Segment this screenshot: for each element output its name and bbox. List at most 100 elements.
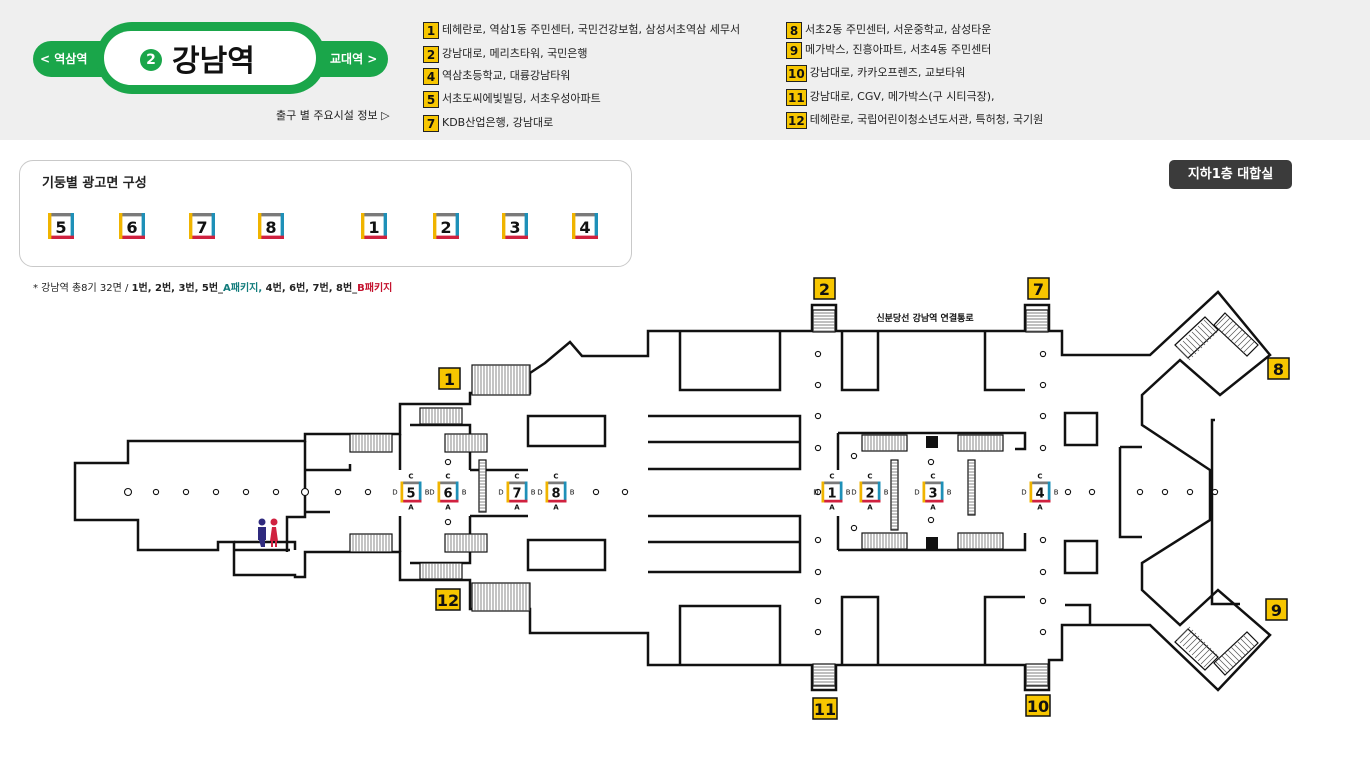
column	[1186, 488, 1194, 496]
pillar-face	[1029, 481, 1051, 503]
stairway	[349, 533, 393, 553]
exit-info-text: KDB산업은행, 강남대로	[442, 116, 554, 129]
exit-marker: 12	[435, 588, 461, 611]
side-label-c: C	[829, 473, 834, 481]
stair-step	[1215, 661, 1228, 674]
exit-number-badge: 12	[786, 111, 807, 129]
exit-guide-link[interactable]: 출구 별 주요시설 정보 ▷	[276, 109, 390, 122]
exit-marker: 1	[438, 367, 461, 390]
pillar-side-d	[48, 213, 52, 239]
pillar-side-c	[258, 213, 284, 217]
exit-marker: 9	[1265, 598, 1288, 621]
exit-number-badge: 1	[423, 21, 439, 39]
exit-marker-number: 10	[1027, 697, 1049, 716]
exit-info-text: 서초도씨에빛빌딩, 서초우성아파트	[442, 92, 601, 105]
column	[300, 487, 310, 497]
side-label-a: A	[867, 504, 873, 512]
stair-step	[1176, 346, 1191, 361]
side-label-c: C	[930, 473, 935, 481]
pillar-side-c	[1029, 481, 1051, 485]
pillar-face	[502, 213, 528, 239]
stair-step	[1182, 340, 1197, 355]
pillar-side-b	[418, 481, 422, 503]
pillar-face	[922, 481, 944, 503]
stair-step	[1230, 646, 1243, 659]
column	[1039, 381, 1047, 389]
column	[814, 350, 822, 358]
pillar-number: 1	[827, 487, 836, 502]
column	[1039, 444, 1047, 452]
floor-badge: 지하1층 대합실	[1169, 160, 1292, 189]
station-badge-inner	[104, 31, 316, 85]
exit-info-text: 테헤란로, 역삼1동 주민센터, 국민건강보험, 삼성서초역삼 세무서	[442, 23, 741, 36]
stair-step	[1185, 635, 1200, 650]
pillar-side-b	[524, 213, 528, 239]
stair-step	[1236, 640, 1249, 653]
pillar-number: 8	[551, 487, 560, 502]
restroom-icon	[258, 518, 278, 547]
side-label-d: D	[498, 488, 503, 496]
column	[814, 597, 822, 605]
exit-number-badge: 8	[786, 21, 802, 39]
pillar-side-a	[922, 499, 944, 503]
column	[212, 488, 220, 496]
stairway	[861, 434, 908, 452]
stairway	[478, 459, 487, 513]
note-a-numbers: 1번, 2번, 3번, 5번_	[131, 283, 224, 294]
stairway-outline	[967, 459, 976, 516]
column	[1039, 568, 1047, 576]
pillar-number: 5	[406, 487, 415, 502]
column	[927, 458, 935, 466]
pillar-side-c	[433, 213, 459, 217]
pillar-side-d	[361, 213, 365, 239]
column	[1211, 488, 1219, 496]
side-label-a: A	[553, 504, 559, 512]
pillar-side-d	[859, 481, 863, 503]
exit-info-text: 테헤란로, 국립어린이청소년도서관, 특허청, 국기원	[809, 113, 1044, 126]
column	[814, 412, 822, 420]
pillar-side-c	[545, 481, 567, 485]
exit-number-badge: 9	[786, 41, 802, 59]
pillar-side-c	[119, 213, 145, 217]
pillar-side-b	[524, 481, 528, 503]
column	[814, 628, 822, 636]
exit-info-text: 강남대로, 카카오프렌즈, 교보타워	[809, 66, 966, 79]
pillar-face	[119, 213, 145, 239]
exit-info-text: 역삼초등학교, 대륭강남타워	[442, 69, 571, 82]
exit-marker: 2	[813, 277, 836, 300]
stairway-outline	[812, 663, 836, 687]
next-station-button[interactable]: 교대역 >	[330, 52, 378, 66]
side-label-a: A	[1037, 504, 1043, 512]
elevator-icon	[926, 436, 938, 448]
exit-info-text: 서초2동 주민센터, 서운중학교, 삼성타운	[805, 23, 992, 36]
pillar-side-a	[545, 499, 567, 503]
package-note: * 강남역 총8기 32면 / 1번, 2번, 3번, 5번_A패키지, 4번,…	[33, 279, 392, 294]
stair-step	[1194, 328, 1209, 343]
pillar-icon: 2	[433, 213, 459, 239]
prev-station-button[interactable]: < 역삼역	[40, 52, 88, 66]
stair-step	[1194, 644, 1209, 659]
pillar-number: 2	[865, 487, 874, 502]
pillar-side-b	[70, 213, 74, 239]
exit-marker: 8	[1267, 357, 1290, 380]
pillar-side-d	[506, 481, 510, 503]
stairway	[861, 532, 908, 550]
column	[1039, 628, 1047, 636]
side-label-d: D	[537, 488, 542, 496]
side-label-b: B	[531, 488, 536, 496]
column	[1161, 488, 1169, 496]
exit-marker-number: 2	[819, 280, 830, 299]
side-label-b: B	[462, 488, 467, 496]
exit-info-text: 강남대로, CGV, 메가박스(구 시티극장),	[809, 90, 995, 103]
pillar-side-a	[433, 235, 459, 239]
exit-number-badge: 10	[786, 64, 807, 82]
pillar-side-d	[922, 481, 926, 503]
pillar-face	[48, 213, 74, 239]
pillar-number: 6	[443, 487, 452, 502]
exit-number-badge: 4	[423, 67, 439, 85]
pillar-side-b	[563, 481, 567, 503]
